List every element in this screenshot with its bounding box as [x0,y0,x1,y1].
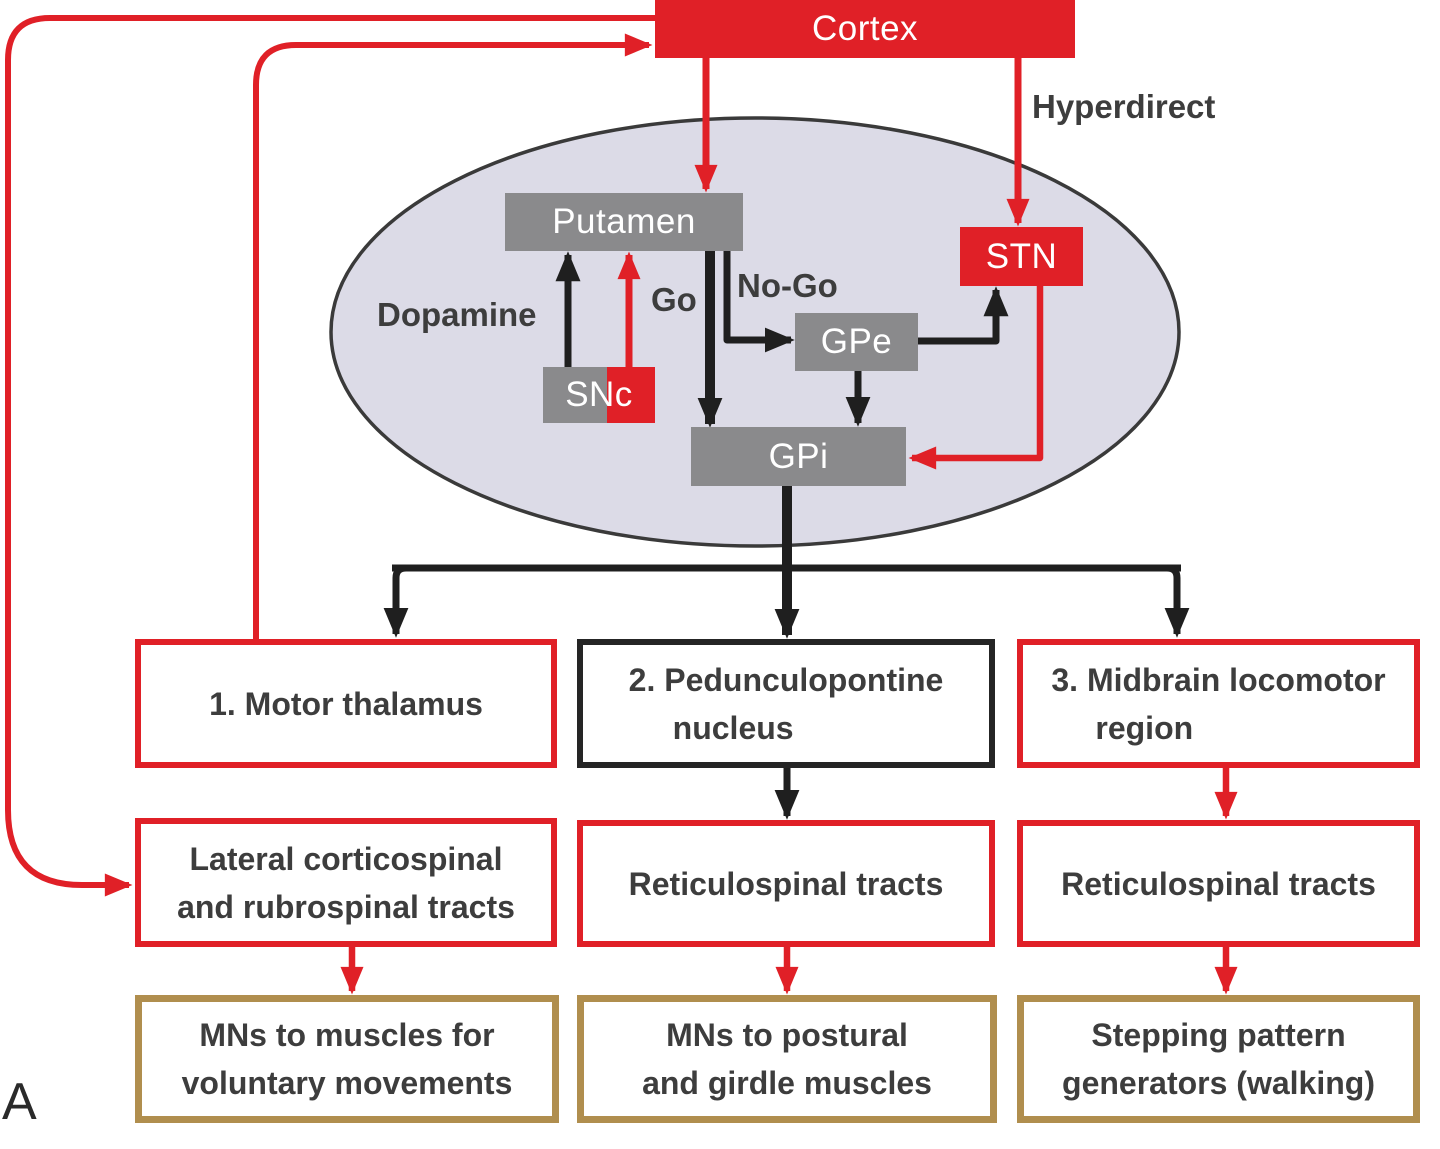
edge-stn-gpi [908,286,1044,470]
box-motor-thalamus-label: 1. Motor thalamus [209,685,483,722]
node-gpi: GPi [691,427,906,486]
box-midbrain-locomotor-region: 3. Midbrain locomotor region [1017,639,1420,768]
box-reticulospinal-tracts-right: Reticulospinal tracts [1017,820,1420,947]
edge-cortex-corticospinal [5,15,655,897]
node-gpe: GPe [795,313,918,371]
box-mns-voluntary-line2: voluntary movements [181,1065,513,1101]
node-gpi-label: GPi [768,436,829,476]
box-mns-voluntary-line1: MNs to muscles for [199,1017,495,1053]
box-midbrain-line1: 3. Midbrain locomotor [1051,661,1386,698]
label-hyperdirect: Hyperdirect [1032,88,1216,125]
panel-label: A [2,1073,37,1131]
node-putamen: Putamen [505,193,743,251]
box-lateral-line2: and rubrospinal tracts [177,888,515,925]
box-ppn-line2: nucleus [672,709,794,746]
box-lateral-line1: Lateral corticospinal [189,840,503,877]
box-midbrain-line2: region [1095,709,1194,746]
box-stepping-line2: generators (walking) [1062,1065,1375,1101]
box-mns-postural-line2: and girdle muscles [642,1065,932,1101]
box-reticulospinal-right-label: Reticulospinal tracts [1061,865,1376,902]
node-cortex-label: Cortex [811,9,919,48]
node-snc-label: SNc [565,375,633,414]
node-snc: SNc [543,367,655,423]
box-ppn-line1: 2. Pedunculopontine [628,661,944,698]
edge-branch-midbrain [1159,564,1190,638]
edge-putamen-gpe-nogo [723,251,795,353]
label-go: Go [651,281,697,318]
node-stn-label: STN [985,236,1058,276]
edge-branch-motor-thalamus [383,564,414,638]
label-no-go: No-Go [737,267,838,304]
box-reticulospinal-middle-label: Reticulospinal tracts [628,865,944,902]
box-stepping-line1: Stepping pattern [1091,1017,1346,1053]
label-dopamine: Dopamine [377,296,537,333]
box-stepping-pattern-generators: Stepping pattern generators (walking) [1017,995,1420,1123]
box-mns-postural: MNs to postural and girdle muscles [577,995,997,1123]
node-cortex: Cortex [655,0,1075,58]
box-mns-postural-line1: MNs to postural [666,1017,908,1053]
box-motor-thalamus: 1. Motor thalamus [135,639,557,768]
edge-gpe-stn [918,286,1009,345]
node-gpe-label: GPe [820,322,893,361]
edge-thalamus-cortex [253,33,653,639]
node-putamen-label: Putamen [552,202,696,241]
box-pedunculopontine-nucleus: 2. Pedunculopontine nucleus [577,639,995,768]
box-reticulospinal-tracts-middle: Reticulospinal tracts [577,820,995,947]
node-stn: STN [960,227,1083,286]
box-mns-voluntary: MNs to muscles for voluntary movements [135,995,559,1123]
box-lateral-corticospinal-rubrospinal: Lateral corticospinal and rubrospinal tr… [135,818,557,947]
